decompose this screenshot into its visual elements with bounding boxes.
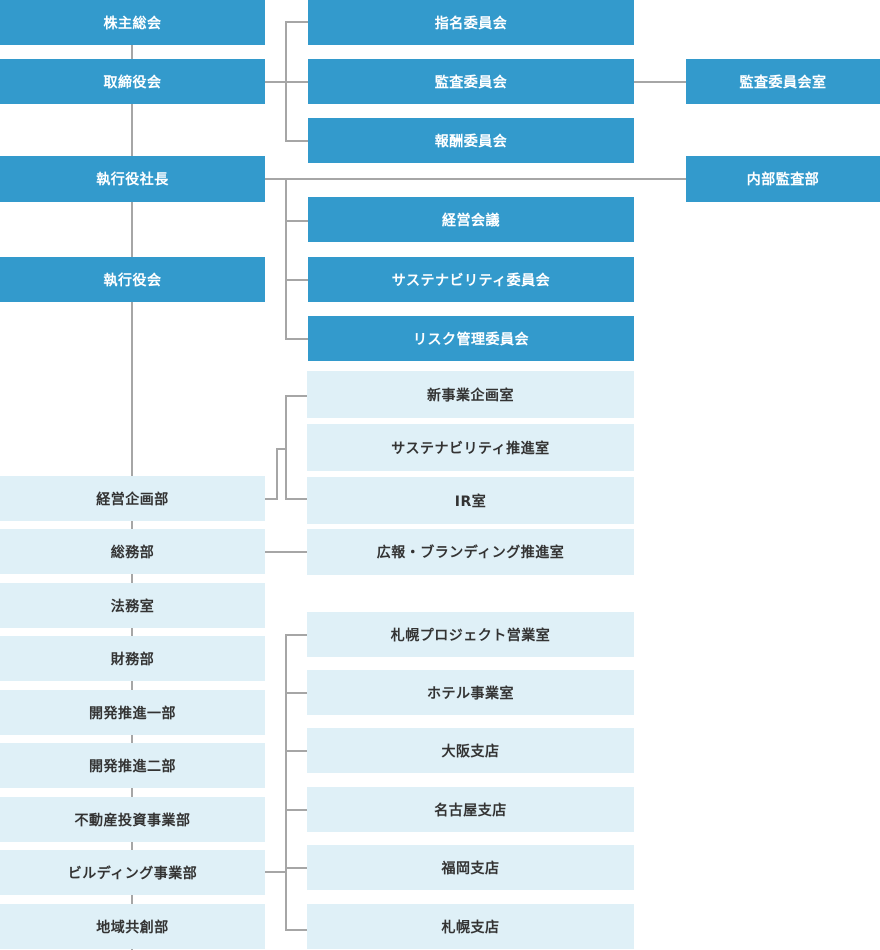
- management-meeting-box: 経営会議: [308, 197, 634, 242]
- audit-committee-office-box: 監査委員会室: [686, 59, 880, 104]
- planning-branch-ir: [285, 498, 307, 500]
- board-committee-connector: [265, 81, 286, 83]
- committee-branch-nomination: [285, 21, 308, 23]
- audit-office-connector: [634, 81, 686, 83]
- building-branch-1: [285, 634, 307, 636]
- sub-office-box: 広報・ブランディング推進室: [307, 529, 634, 575]
- sustainability-committee-box: サステナビリティ委員会: [308, 257, 634, 302]
- executive-branch-risk: [285, 338, 308, 340]
- compensation-committee-box: 報酬委員会: [308, 118, 634, 163]
- department-box: 経営企画部: [0, 476, 265, 521]
- committee-branch-audit: [285, 81, 308, 83]
- department-box: 法務室: [0, 583, 265, 628]
- sub-office-box: 新事業企画室: [307, 371, 634, 418]
- building-branch-4: [285, 809, 307, 811]
- audit-committee-box: 監査委員会: [308, 59, 634, 104]
- building-branch-5: [285, 867, 307, 869]
- president-internal-audit-connector: [265, 178, 686, 180]
- committee-branch-compensation: [285, 140, 308, 142]
- department-box: 総務部: [0, 529, 265, 574]
- branch-office-box: 大阪支店: [307, 728, 634, 773]
- building-bracket-vertical: [285, 634, 287, 931]
- building-branch-2: [285, 692, 307, 694]
- planning-connector-join: [276, 448, 286, 450]
- department-box: 開発推進一部: [0, 690, 265, 735]
- internal-audit-box: 内部監査部: [686, 156, 880, 202]
- planning-connector-step: [276, 448, 278, 500]
- department-box: 不動産投資事業部: [0, 797, 265, 842]
- department-box: 地域共創部: [0, 904, 265, 949]
- risk-committee-box: リスク管理委員会: [308, 316, 634, 361]
- nomination-committee-box: 指名委員会: [308, 0, 634, 45]
- executive-bracket-vertical: [285, 178, 287, 339]
- building-branch-6: [285, 929, 307, 931]
- planning-bracket-vertical: [285, 395, 287, 500]
- board-of-directors-box: 取締役会: [0, 59, 265, 104]
- executive-officers-box: 執行役会: [0, 257, 265, 302]
- building-branch-3: [285, 750, 307, 752]
- sub-office-box: サステナビリティ推進室: [307, 424, 634, 471]
- planning-branch-new-business: [285, 395, 307, 397]
- shareholders-meeting-box: 株主総会: [0, 0, 265, 45]
- branch-office-box: 名古屋支店: [307, 787, 634, 832]
- planning-connector-horizontal: [265, 498, 277, 500]
- executive-branch-management: [285, 220, 308, 222]
- sub-office-box: IR室: [307, 477, 634, 524]
- general-affairs-connector: [265, 551, 307, 553]
- executive-branch-sustainability: [285, 279, 308, 281]
- branch-office-box: 札幌支店: [307, 904, 634, 949]
- department-box: ビルディング事業部: [0, 850, 265, 895]
- department-box: 財務部: [0, 636, 265, 681]
- branch-office-box: 福岡支店: [307, 845, 634, 890]
- building-connector-horizontal: [265, 871, 286, 873]
- president-box: 執行役社長: [0, 156, 265, 202]
- branch-office-box: ホテル事業室: [307, 670, 634, 715]
- branch-office-box: 札幌プロジェクト営業室: [307, 612, 634, 657]
- department-box: 開発推進二部: [0, 743, 265, 788]
